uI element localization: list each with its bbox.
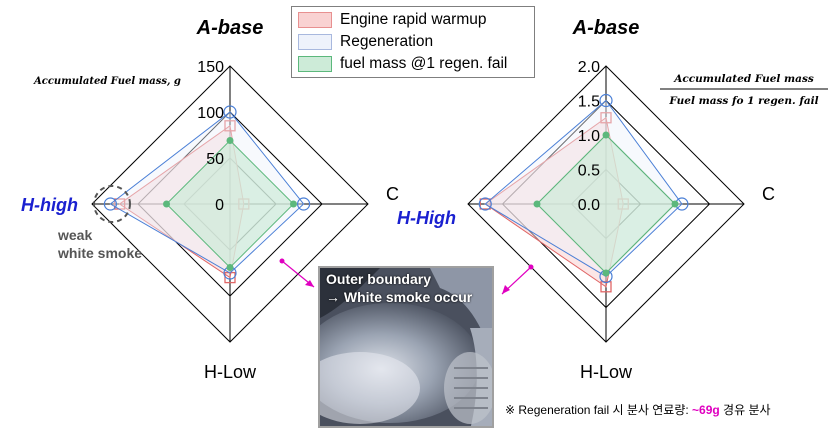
right-series-1-marker-0 bbox=[599, 93, 613, 108]
left-axis-label-left: H-high bbox=[21, 195, 78, 215]
left-axis-label-bottom: H-Low bbox=[204, 362, 257, 382]
chart-legend: Engine rapid warmup Regeneration fuel ma… bbox=[291, 6, 535, 78]
smoke-photo: Outer boundary → White smoke occur bbox=[318, 266, 494, 428]
right-tick-label-0: 0.0 bbox=[578, 197, 600, 214]
right-series-2-marker-0 bbox=[602, 131, 610, 139]
legend-swatch-warmup bbox=[298, 12, 332, 28]
footnote-highlight: ~69g bbox=[692, 403, 720, 417]
left-tick-label-0: 0 bbox=[215, 197, 224, 214]
left-series-2-marker-0 bbox=[226, 137, 234, 145]
right-tick-label-4: 2.0 bbox=[578, 59, 600, 76]
left-series-2-marker-3 bbox=[163, 200, 171, 208]
right-series-1-marker-3 bbox=[478, 197, 492, 211]
left-axis-label-top: A-base bbox=[196, 17, 264, 39]
left-series-2-marker-2 bbox=[226, 263, 234, 271]
legend-label-regen-fail: fuel mass @1 regen. fail bbox=[340, 55, 508, 72]
left-series-1-marker-0 bbox=[223, 105, 237, 119]
smoke-photo-image bbox=[320, 268, 492, 426]
right-tick-label-3: 1.5 bbox=[578, 94, 600, 111]
arrow-right-head bbox=[502, 285, 510, 294]
left-tick-label-3: 150 bbox=[197, 59, 224, 76]
photo-caption: Outer boundary → White smoke occur bbox=[326, 270, 472, 306]
right-series-0-marker-0 bbox=[600, 112, 612, 124]
right-axis-label-left: H-High bbox=[397, 208, 456, 228]
legend-swatch-regen-fail bbox=[298, 56, 332, 72]
right-tick-label-2: 1.0 bbox=[578, 128, 600, 145]
left-tick-label-1: 50 bbox=[206, 151, 224, 168]
right-ylabel-numerator: Accumulated Fuel mass bbox=[673, 73, 814, 85]
legend-item-regen-fail: fuel mass @1 regen. fail bbox=[298, 53, 507, 75]
legend-item-warmup: Engine rapid warmup bbox=[298, 9, 486, 31]
arrow-left-dot bbox=[279, 258, 285, 264]
right-series-0-marker-2 bbox=[600, 281, 612, 293]
left-series-0-marker-0 bbox=[224, 120, 236, 132]
left-axis-label-right: C bbox=[386, 184, 399, 204]
right-tick-label-1: 0.5 bbox=[578, 163, 600, 180]
footnote: ※ Regeneration fail 시 분사 연료량: ~69g 경유 분사 bbox=[505, 401, 771, 418]
footnote-prefix: ※ Regeneration fail 시 분사 연료량: bbox=[505, 403, 693, 417]
annotation-line1: weak bbox=[57, 227, 92, 243]
right-series-2-marker-3 bbox=[533, 200, 541, 208]
left-series-1-marker-1 bbox=[297, 197, 311, 211]
callout-arrows bbox=[279, 258, 534, 295]
arrow-right-dot bbox=[528, 264, 534, 270]
right-ylabel-denominator: Fuel mass fo 1 regen. fail bbox=[668, 95, 818, 107]
annotation-line2: white smoke bbox=[57, 245, 142, 261]
footnote-suffix: 경유 분사 bbox=[719, 403, 771, 417]
right-series-0-marker-3 bbox=[479, 198, 491, 210]
weak-smoke-circle bbox=[93, 185, 131, 223]
right-axis-label-top: A-base bbox=[572, 17, 640, 39]
arrow-left-head bbox=[305, 280, 314, 287]
photo-caption-line2: → White smoke occur bbox=[326, 289, 473, 305]
right-axis-label-right: C bbox=[762, 184, 775, 204]
left-tick-label-2: 100 bbox=[197, 105, 224, 122]
left-ylabel: Accumulated Fuel mass, g bbox=[33, 76, 181, 87]
legend-label-warmup: Engine rapid warmup bbox=[340, 11, 487, 28]
right-axis-label-bottom: H-Low bbox=[580, 362, 633, 382]
right-series-2-marker-2 bbox=[602, 269, 610, 277]
photo-caption-line1: Outer boundary bbox=[326, 271, 432, 287]
legend-item-regeneration: Regeneration bbox=[298, 31, 433, 53]
legend-label-regeneration: Regeneration bbox=[340, 33, 434, 50]
left-series-2-marker-1 bbox=[289, 200, 297, 208]
left-series-1-marker-3 bbox=[103, 197, 118, 211]
legend-swatch-regeneration bbox=[298, 34, 332, 50]
right-series-2-marker-1 bbox=[671, 200, 679, 208]
